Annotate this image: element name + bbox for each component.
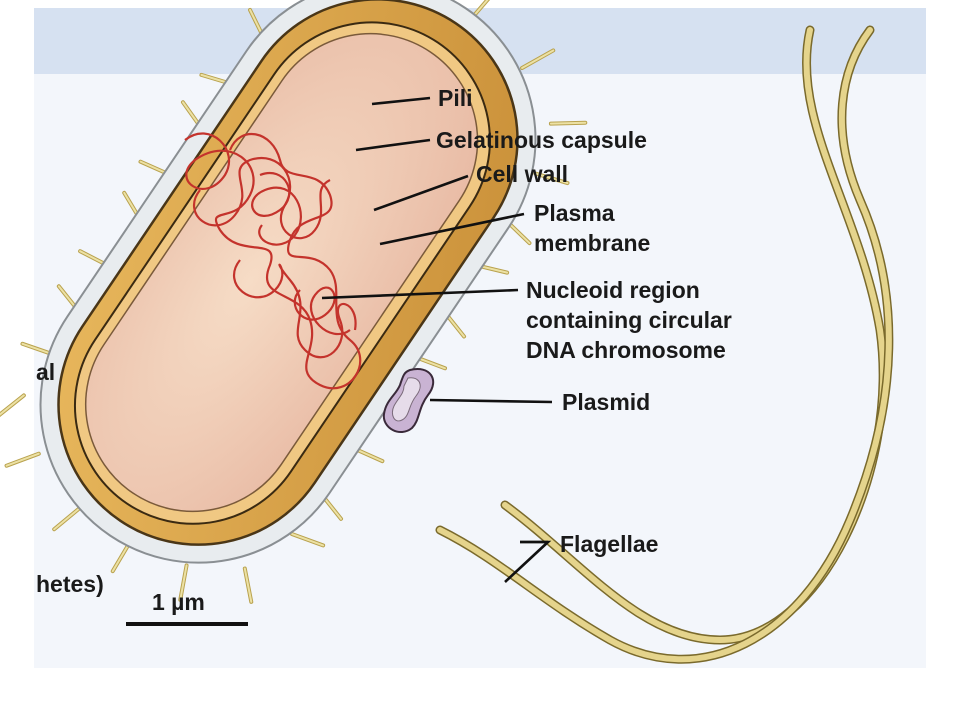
leader-capsule [355,138,431,152]
label-nucleoid-3: DNA chromosome [526,337,726,363]
leader-pili [371,96,431,106]
scale-bar-label: 1 µm [152,589,205,615]
label-cell-wall: Cell wall [476,161,568,187]
scale-bar: 1 µm [126,589,248,626]
leader-lines [321,96,553,583]
cropped-text-fragment-2: hetes) [36,571,104,597]
label-plasma-membrane-1: Plasma [534,200,615,226]
flagella [435,25,894,664]
leader-plasmid [429,398,553,404]
leader-nucleoid [321,288,519,300]
label-pili: Pili [438,85,473,111]
nucleoid-dna [184,132,362,390]
label-nucleoid-2: containing circular [526,307,732,333]
cropped-text-fragment-1: al [36,359,55,385]
label-flagellae: Flagellae [560,531,658,557]
label-gelatinous-capsule: Gelatinous capsule [436,127,647,153]
label-plasma-membrane-2: membrane [534,230,650,256]
leader-cell-wall [373,174,469,212]
label-plasmid: Plasmid [562,389,650,415]
plasmid-shape [382,368,435,433]
label-nucleoid-1: Nucleoid region [526,277,700,303]
labels: Pili Gelatinous capsule Cell wall Plasma… [436,85,732,557]
leader-membrane [379,212,525,246]
